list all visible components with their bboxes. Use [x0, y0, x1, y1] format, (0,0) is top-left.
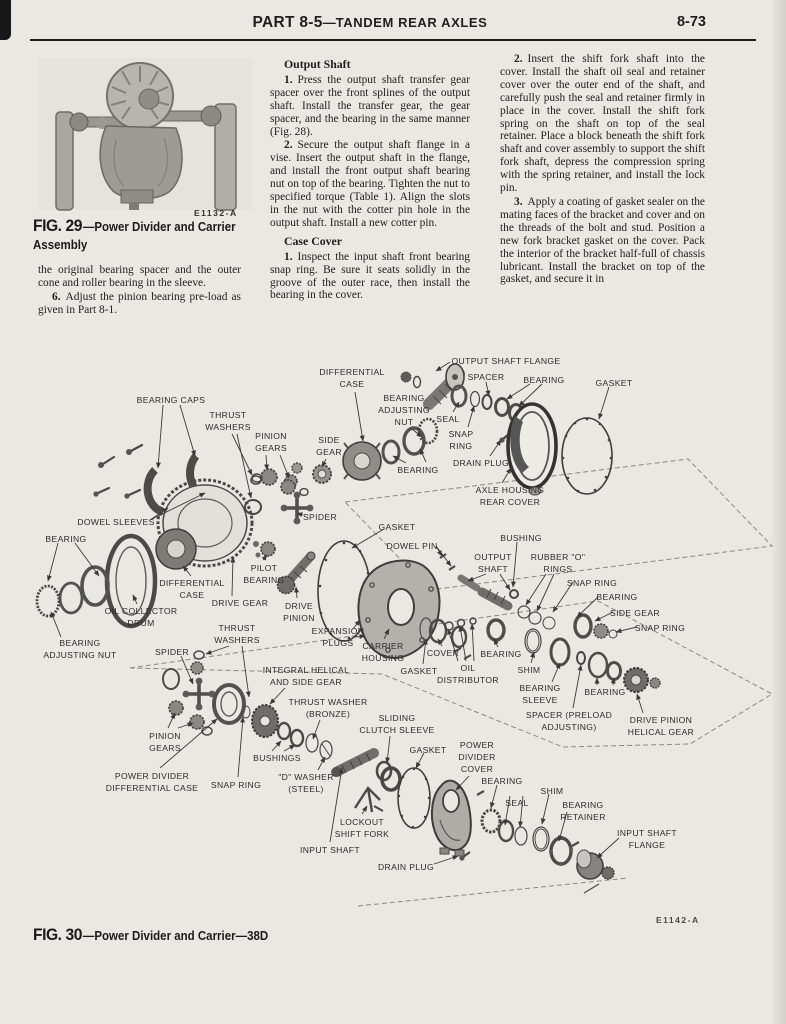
- part-label: SPACER (PRELOAD ADJUSTING): [525, 710, 613, 732]
- fig29-photo: [38, 58, 252, 211]
- part-title: TANDEM REAR AXLES: [335, 15, 488, 30]
- perspective-planes: [129, 458, 774, 907]
- spider-cluster: [251, 462, 332, 525]
- part-label: OIL DISTRIBUTOR: [437, 663, 499, 685]
- body-paragraph: the original bearing spacer and the oute…: [38, 264, 241, 289]
- part-label: PINION GEARS: [149, 731, 181, 753]
- part-label: BEARING ADJUSTING NUT: [43, 638, 117, 660]
- page-number: 8-73: [676, 14, 706, 30]
- part-label: POWER DIVIDER DIFFERENTIAL CASE: [105, 771, 199, 793]
- column-right: 2.Insert the shift fork shaft into the c…: [500, 53, 705, 287]
- body-paragraph: 1.Press the output shaft transfer gear s…: [270, 73, 470, 138]
- page-edge-shadow: [770, 0, 786, 1024]
- body-paragraph: 6.Adjust the pinion bearing pre-load as …: [38, 290, 241, 316]
- fig30-caption: FIG. 30—Power Divider and Carrier—38D: [33, 925, 269, 944]
- part-label: POWER DIVIDER COVER: [458, 740, 496, 774]
- part-label: DIFFERENTIAL CASE: [159, 578, 225, 600]
- part-label: SNAP RING: [210, 780, 262, 790]
- carrier-axis: [253, 540, 661, 693]
- part-label: EXPANSION PLUGS: [311, 626, 365, 648]
- body-paragraph: 2.Secure the output shaft flange in a vi…: [270, 139, 470, 229]
- part-label: OIL COLLECTOR DRUM: [104, 606, 178, 628]
- part-label: SIDE GEAR: [316, 435, 342, 457]
- part-label: BEARING RETAINER: [560, 800, 606, 822]
- part-label: BEARING CAPS: [136, 395, 206, 405]
- part-label: LOCKOUT SHIFT FORK: [334, 817, 390, 839]
- power-divider-axis: [162, 650, 615, 894]
- part-label: BEARING: [584, 687, 626, 697]
- part-label: OUTPUT SHAFT FLANGE: [451, 356, 561, 366]
- part-label: BEARING ADJUSTING NUT: [378, 393, 430, 427]
- part-label: SPIDER: [302, 512, 338, 522]
- part-label: DIFFERENTIAL CASE: [319, 367, 385, 389]
- part-label: DRAIN PLUG: [377, 862, 435, 872]
- part-label: SPIDER: [154, 647, 190, 657]
- body-paragraph: 3.Apply a coating of gasket sealer on th…: [500, 195, 705, 286]
- fig29-photo-code: E1132-A: [194, 208, 238, 218]
- part-label: BEARING SLEEVE: [519, 683, 561, 705]
- part-label: RUBBER "O" RINGS: [530, 552, 586, 574]
- part-label: COVER: [426, 648, 460, 658]
- part-label: SPACER: [467, 372, 505, 382]
- part-label: SNAP RING: [448, 429, 474, 451]
- bearing-caps-cluster: [93, 443, 262, 516]
- part-label: DRIVE PINION: [283, 601, 315, 623]
- part-label: INTEGRAL HELICAL AND SIDE GEAR: [262, 665, 350, 687]
- part-label: SIDE GEAR: [610, 608, 660, 618]
- column-middle: Output Shaft 1.Press the output shaft tr…: [270, 53, 470, 303]
- part-label: BEARING: [480, 649, 522, 659]
- part-label: BEARING: [45, 534, 87, 544]
- part-label: THRUST WASHERS: [214, 623, 260, 645]
- part-label: "D" WASHER (STEEL): [278, 772, 334, 794]
- scan-artifact: [0, 0, 11, 40]
- part-label: AXLE HOUSING REAR COVER: [475, 485, 545, 507]
- output-shaft-axis: [342, 363, 613, 496]
- drive-gear-and-case: [35, 478, 254, 629]
- page-header: PART 8-5—TANDEM REAR AXLES 8-73: [0, 10, 786, 36]
- part-label: BEARING: [596, 592, 638, 602]
- part-label: BUSHING: [500, 533, 542, 543]
- part-label: THRUST WASHER (BRONZE): [288, 697, 368, 719]
- part-label: GASKET: [595, 378, 633, 388]
- part-label: BEARING: [397, 465, 439, 475]
- part-label: BUSHINGS: [253, 753, 301, 763]
- part-label: DOWEL SLEEVES: [77, 517, 155, 527]
- header-rule: [30, 39, 756, 42]
- part-label: DOWEL PIN: [386, 541, 438, 551]
- header-title: PART 8-5—TANDEM REAR AXLES: [252, 14, 488, 31]
- part-label: GASKET: [409, 745, 447, 755]
- column-left: the original bearing spacer and the oute…: [38, 264, 241, 318]
- part-label: CARRIER HOUSING: [361, 641, 405, 663]
- part-label: DRIVE GEAR: [211, 598, 269, 608]
- part-label: SHIM: [540, 786, 564, 796]
- body-paragraph: 2.Insert the shift fork shaft into the c…: [500, 53, 705, 195]
- part-label: SNAP RING: [634, 623, 686, 633]
- body-paragraph: 1.Inspect the input shaft front bearing …: [270, 250, 470, 302]
- part-label: DRAIN PLUG: [452, 458, 510, 468]
- part-label: PINION GEARS: [255, 431, 287, 453]
- part-label: BEARING: [523, 375, 565, 385]
- part-label: PILOT BEARING: [243, 563, 285, 585]
- fig30-diagram-code: E1142-A: [656, 915, 700, 925]
- part-label: SLIDING CLUTCH SLEEVE: [359, 713, 435, 735]
- section-heading-case-cover: Case Cover: [284, 233, 342, 248]
- part-label: SHIM: [517, 665, 541, 675]
- part-label: BEARING: [481, 776, 523, 786]
- part-label: INPUT SHAFT: [299, 845, 361, 855]
- part-label: THRUST WASHERS: [205, 410, 251, 432]
- part-label: INPUT SHAFT FLANGE: [616, 828, 678, 850]
- part-label: SNAP RING: [566, 578, 618, 588]
- section-heading-output-shaft: Output Shaft: [284, 57, 351, 71]
- part-label: DRIVE PINION HELICAL GEAR: [627, 715, 695, 737]
- fig29-caption: FIG. 29—Power Divider and Carrier Assemb…: [33, 216, 236, 252]
- part-label: OUTPUT SHAFT: [474, 552, 512, 574]
- part-label: GASKET: [400, 666, 438, 676]
- part-number: PART 8-5: [252, 14, 323, 31]
- part-label: SEAL: [436, 414, 460, 424]
- part-label: SEAL: [505, 798, 529, 808]
- part-label: GASKET: [378, 522, 416, 532]
